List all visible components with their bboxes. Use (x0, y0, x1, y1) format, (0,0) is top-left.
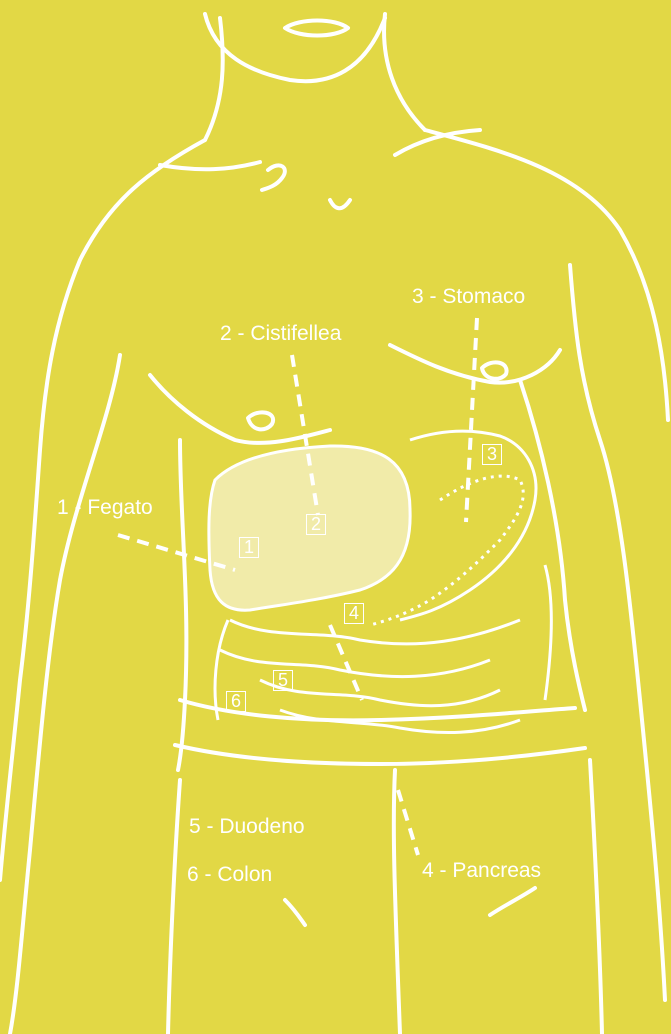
torso-side-right (520, 380, 585, 710)
trouser-left-seam (394, 770, 400, 1034)
nipple-right (482, 362, 507, 378)
marker-5: 5 (273, 670, 293, 691)
left-arm-inner (10, 355, 120, 1034)
marker-6: 6 (226, 691, 246, 712)
neck-notch-2 (330, 200, 350, 208)
colon-right (545, 565, 551, 700)
marker-4: 4 (344, 603, 364, 624)
marker-2: 2 (306, 514, 326, 535)
neck-right (384, 14, 425, 130)
right-arm-inner (570, 265, 665, 1000)
leg-inner (168, 780, 180, 1034)
belt-bottom (175, 745, 585, 764)
label-stomaco: 3 - Stomaco (412, 286, 525, 307)
label-cistifellea: 2 - Cistifellea (220, 323, 341, 344)
pocket-left (285, 900, 305, 925)
clavicle-left (160, 162, 260, 169)
lips (285, 21, 348, 36)
leader-stomaco (466, 318, 477, 522)
leader-pancreas-lower (398, 790, 418, 855)
label-duodeno: 5 - Duodeno (189, 816, 305, 837)
label-colon: 6 - Colon (187, 864, 272, 885)
nipple-left (248, 412, 273, 429)
intestine-3 (260, 680, 500, 706)
label-pancreas: 4 - Pancreas (422, 860, 541, 881)
leg-right (590, 760, 602, 1034)
neck-notch-1 (262, 165, 285, 190)
marker-3: 3 (482, 444, 502, 465)
torso-side-left (178, 440, 186, 770)
marker-1: 1 (239, 537, 259, 558)
pec-left (150, 375, 330, 443)
organs (209, 431, 552, 732)
label-fegato: 1 - Fegato (57, 497, 153, 518)
intestine-2 (220, 650, 490, 677)
pocket-right (490, 888, 535, 915)
